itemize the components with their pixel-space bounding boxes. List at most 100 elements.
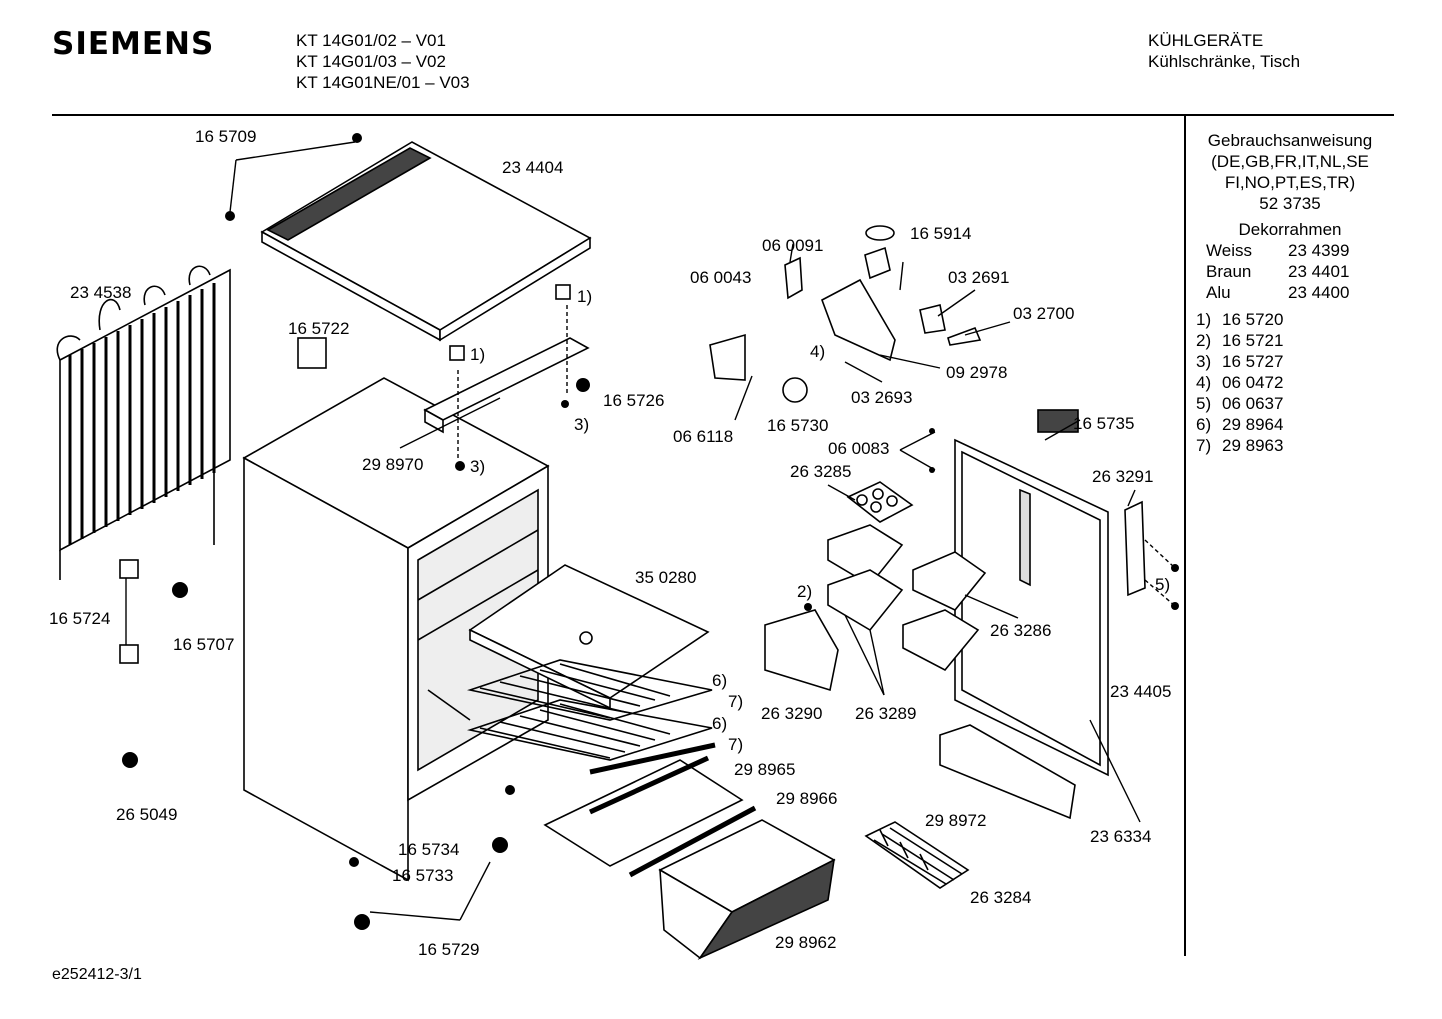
crisper-drawer-part	[658, 819, 836, 960]
footnote-marker: 3)	[470, 457, 486, 476]
frame-table: Weiss 23 4399 Braun 23 4401 Alu 23 4400	[1190, 240, 1390, 303]
footnote-marker: 1)	[577, 287, 593, 306]
footnote-marker: 7)	[728, 735, 744, 754]
footnote-number: 29 8963	[1222, 436, 1284, 455]
footnote-ref: 5)	[1196, 394, 1212, 413]
part-number-label: 16 5707	[173, 635, 235, 654]
frame-title: Dekorrahmen	[1238, 220, 1342, 239]
screw-icon	[1171, 564, 1179, 572]
hinge-plate-part	[423, 337, 590, 434]
frame-number: 23 4399	[1288, 241, 1350, 260]
part-number-label: 03 2693	[851, 388, 913, 407]
frame-name: Weiss	[1206, 241, 1252, 260]
footnote-number: 06 0637	[1222, 394, 1284, 413]
plug-icon	[122, 752, 138, 768]
part-number-label: 16 5709	[195, 127, 257, 146]
part-number-label: 16 5734	[398, 840, 460, 859]
screw-icon	[929, 467, 935, 473]
foot-icon	[492, 837, 508, 853]
ice-tray-part	[864, 821, 970, 889]
screw-icon	[576, 378, 590, 392]
screw-icon	[804, 603, 812, 611]
footnote-ref: 7)	[1196, 436, 1212, 455]
wire-shelf-part	[466, 659, 713, 761]
foot-icon	[354, 914, 370, 930]
small-parts	[119, 284, 1146, 664]
model-line: KT 14G01NE/01 – V03	[296, 73, 470, 92]
bracket-icon	[505, 785, 515, 795]
part-number-label: 23 4538	[70, 283, 132, 302]
part-number-label: 09 2978	[946, 363, 1008, 382]
condenser-part	[56, 265, 231, 580]
sidebar: Gebrauchsanweisung (DE,GB,FR,IT,NL,SE FI…	[1190, 130, 1390, 456]
footnote-list: 1)16 5720 2)16 5721 3)16 5727 4)06 0472 …	[1190, 309, 1390, 456]
part-number-label: 16 5733	[392, 866, 454, 885]
model-list: KT 14G01/02 – V01 KT 14G01/03 – V02 KT 1…	[296, 30, 470, 93]
thermostat-part	[709, 225, 982, 403]
screw-icon	[929, 428, 935, 434]
part-number-label: 35 0280	[635, 568, 697, 587]
screw-icon	[455, 461, 465, 471]
part-number-label: 29 8966	[776, 789, 838, 808]
manual-title: Gebrauchsanweisung	[1207, 131, 1373, 150]
category-subtitle: Kühlschränke, Tisch	[1148, 52, 1301, 71]
frame-number: 23 4400	[1288, 283, 1350, 302]
footnote-ref: 6)	[1196, 415, 1212, 434]
frame-name: Braun	[1206, 262, 1252, 281]
part-number-label: 16 5914	[910, 224, 972, 243]
part-number-label: 29 8972	[925, 811, 987, 830]
footnote-ref: 3)	[1196, 352, 1212, 371]
screw-icon	[561, 400, 569, 408]
footnote-ref: 4)	[1196, 373, 1212, 392]
part-number-label: 23 4405	[1110, 682, 1172, 701]
part-number-label: 16 5724	[49, 609, 111, 628]
part-number-label: 26 3285	[790, 462, 852, 481]
door-shelf-part	[764, 524, 1076, 820]
frame-number: 23 4401	[1288, 262, 1350, 281]
bracket-icon	[349, 857, 359, 867]
screw-icon	[225, 211, 235, 221]
footnote-marker: 1)	[470, 345, 486, 364]
footnote-number: 16 5721	[1222, 331, 1284, 350]
footnote-marker: 6)	[712, 671, 728, 690]
footnote-number: 16 5720	[1222, 310, 1284, 329]
footnote-marker: 4)	[810, 342, 826, 361]
egg-tray-part	[846, 481, 914, 523]
screw-icon	[352, 133, 362, 143]
frame-name: Alu	[1206, 283, 1231, 302]
screw-icon	[1171, 602, 1179, 610]
footnote-number: 29 8964	[1222, 415, 1284, 434]
manual-languages: (DE,GB,FR,IT,NL,SE	[1211, 152, 1369, 171]
part-number-label: 29 8970	[362, 455, 424, 474]
part-number-label: 06 0043	[690, 268, 752, 287]
footnote-number: 06 0472	[1222, 373, 1284, 392]
category-title: KÜHLGERÄTE	[1148, 31, 1264, 50]
part-number-label: 16 5735	[1073, 414, 1135, 433]
footnote-marker: 2)	[797, 582, 813, 601]
sidebar-divider	[1184, 116, 1186, 956]
footnote-number: 16 5727	[1222, 352, 1284, 371]
leader-lines	[125, 141, 1176, 921]
model-line: KT 14G01/03 – V02	[296, 52, 446, 71]
category: KÜHLGERÄTE Kühlschränke, Tisch	[1148, 30, 1300, 72]
part-number-label: 06 0091	[762, 236, 824, 255]
part-number-label: 03 2700	[1013, 304, 1075, 323]
part-number-label: 16 5730	[767, 416, 829, 435]
footnote-marker: 3)	[574, 415, 590, 434]
part-number-label: 03 2691	[948, 268, 1010, 287]
drawing-code: e252412-3/1	[52, 966, 142, 983]
footnote-marker: 6)	[712, 714, 728, 733]
manual-number: 52 3735	[1259, 194, 1321, 213]
door-part	[954, 438, 1109, 777]
footnote-marker: 7)	[728, 692, 744, 711]
part-number-label: 29 8965	[734, 760, 796, 779]
part-number-label: 26 5049	[116, 805, 178, 824]
part-number-label: 26 3291	[1092, 467, 1154, 486]
part-number-label: 16 5726	[603, 391, 665, 410]
part-number-label: 26 3290	[761, 704, 823, 723]
footnote-ref: 1)	[1196, 310, 1212, 329]
part-number-label: 16 5722	[288, 319, 350, 338]
part-number-label: 16 5729	[418, 940, 480, 959]
footnote-marker: 5)	[1155, 575, 1171, 594]
